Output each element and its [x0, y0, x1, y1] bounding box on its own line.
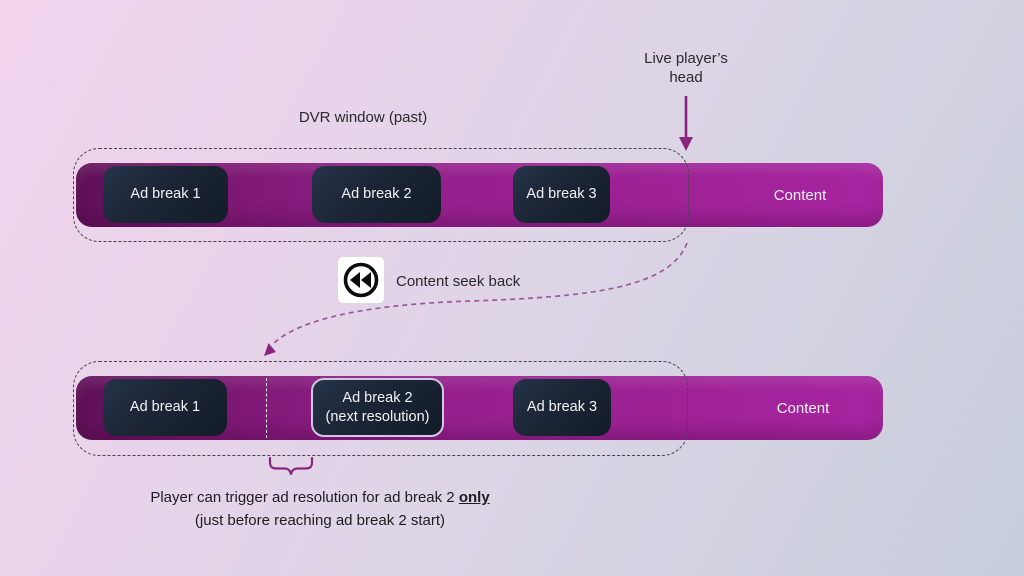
- timeline-top-content-label: Content: [773, 187, 827, 204]
- ad-break-2-title: Ad break 2: [342, 389, 413, 406]
- timeline-top-ad-break-3: Ad break 3: [513, 166, 610, 223]
- dvr-window-dashed-outline-bottom: [73, 361, 688, 456]
- ad-resolution-note: Player can trigger ad resolution for ad …: [120, 487, 520, 532]
- seek-position-dashed-divider: [266, 378, 267, 438]
- timeline-top-ad-break-1: Ad break 1: [103, 166, 228, 223]
- content-seek-back-label: Content seek back: [396, 273, 521, 290]
- timeline-bottom-ad-break-1: Ad break 1: [103, 379, 227, 436]
- ad-break-2-subtitle: (next resolution): [325, 408, 430, 425]
- live-player-head-label: Live player’s head: [644, 50, 728, 86]
- timeline-bottom-ad-break-3: Ad break 3: [513, 379, 611, 436]
- note-line1-emphasis: only: [458, 489, 490, 506]
- ad-break-label: Ad break 3: [526, 186, 597, 203]
- timeline-top-ad-break-2: Ad break 2: [312, 166, 441, 223]
- dvr-window-dashed-outline-top: [73, 148, 689, 242]
- rewind-icon: [338, 257, 384, 308]
- ad-break-label: Ad break 2: [341, 186, 412, 203]
- timeline-bottom-ad-break-2: Ad break 2 (next resolution): [311, 378, 444, 437]
- note-line2: (just before reaching ad break 2 start): [194, 511, 446, 529]
- brace-under-seek-gap: [268, 456, 314, 475]
- dvr-window-label: DVR window (past): [298, 109, 428, 126]
- ad-break-label: Ad break 2 (next resolution): [326, 389, 430, 427]
- live-head-arrow: [679, 96, 693, 151]
- ad-break-label: Ad break 3: [526, 399, 598, 416]
- note-line1: Player can trigger ad resolution for ad …: [150, 489, 459, 506]
- seek-back-curve-arrow: [264, 242, 688, 356]
- ad-break-label: Ad break 1: [130, 186, 201, 203]
- ad-break-label: Ad break 1: [129, 399, 201, 416]
- timeline-bottom-content-label: Content: [776, 400, 830, 417]
